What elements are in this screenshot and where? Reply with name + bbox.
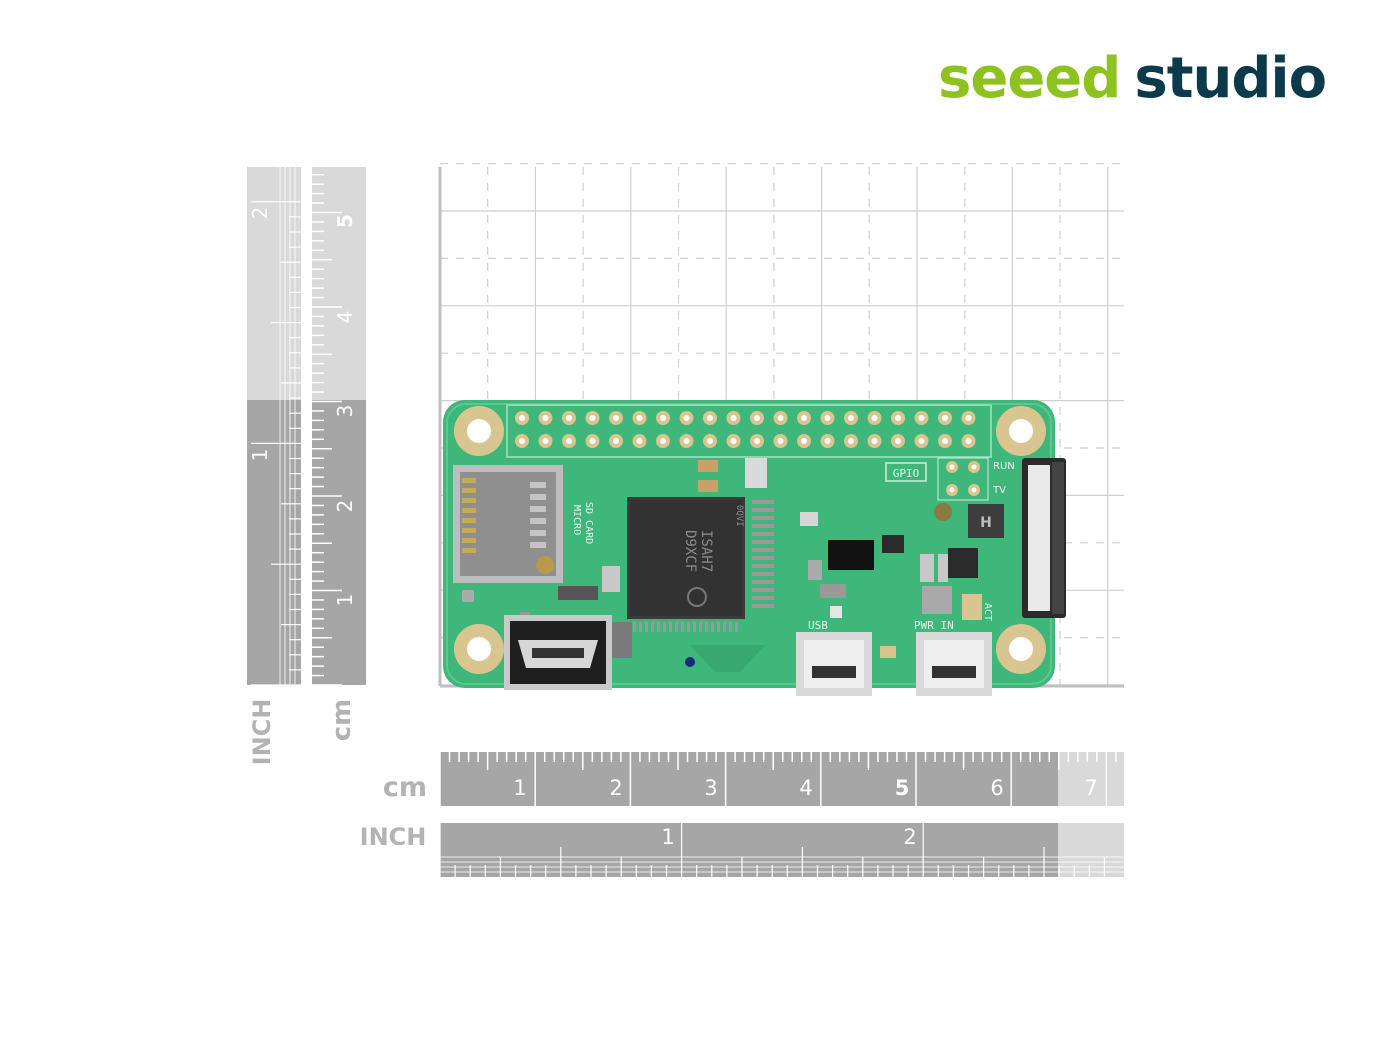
horizontal-cm-tick-3: 3 (704, 776, 717, 800)
small-components: H (462, 458, 1004, 672)
horizontal-cm-tick-4: 4 (799, 776, 812, 800)
soc-pad-rows (564, 500, 774, 632)
micro-usb-data-port (796, 632, 872, 696)
micro-sd-silk-2: SD CARD (583, 502, 594, 544)
horizontal-cm-tick-5: 5 (895, 776, 910, 800)
raspberry-pi-zero-board: GPIO RUN TV MICRO SD CARD (443, 400, 1066, 696)
horizontal-inch-unit: INCH (360, 823, 427, 851)
vertical-inch-tick-1: 1 (248, 449, 272, 462)
horizontal-inch-tick-1: 1 (661, 825, 674, 849)
gpio-header-pins (515, 411, 976, 448)
horizontal-inch-ruler: 1 2 INCH (360, 823, 1124, 877)
vertical-cm-tick-5: 5 (333, 214, 357, 228)
vertical-inch-tick-2: 2 (248, 207, 272, 220)
mounting-holes (454, 406, 1046, 674)
tv-silk-label: TV (992, 485, 1006, 496)
run-tv-pads (937, 457, 989, 501)
horizontal-cm-ruler: 1 2 3 4 5 6 7 cm (383, 752, 1127, 806)
camera-connector (1022, 458, 1066, 618)
logo-seeed-text: seeed (938, 46, 1121, 111)
micro-sd-card-slot (453, 465, 563, 583)
logo-studio-text: studio (1134, 46, 1327, 111)
seeed-studio-logo: seeed studio (938, 46, 1327, 116)
gpio-silk-label: GPIO (893, 467, 920, 480)
soc-chip (627, 497, 745, 619)
act-silk-label: ACT (982, 603, 993, 621)
vertical-cm-tick-2: 2 (333, 500, 357, 513)
horizontal-cm-tick-1: 1 (513, 776, 526, 800)
vertical-cm-tick-4: 4 (333, 311, 357, 324)
horizontal-inch-tick-2: 2 (903, 825, 916, 849)
vertical-inch-ruler: 1 2 INCH (247, 167, 301, 765)
run-silk-label: RUN (993, 461, 1015, 472)
soc-marking-1: ISAH7 (698, 530, 714, 572)
micro-sd-silk-1: MICRO (571, 505, 582, 535)
mini-hdmi-port (504, 615, 612, 690)
vertical-cm-tick-3: 3 (333, 405, 357, 418)
micro-usb-power-port (916, 632, 992, 696)
svg-text:H: H (980, 515, 992, 531)
soc-marking-2: D9XCF (682, 530, 698, 572)
horizontal-cm-tick-7: 7 (1084, 776, 1097, 800)
pwr-in-silk-label: PWR IN (914, 619, 954, 632)
vertical-cm-unit: cm (327, 699, 357, 742)
horizontal-cm-tick-6: 6 (990, 776, 1003, 800)
horizontal-cm-tick-2: 2 (609, 776, 622, 800)
horizontal-cm-unit: cm (383, 772, 427, 803)
vertical-cm-ruler: 1 2 3 4 5 cm (312, 164, 366, 742)
vertical-inch-unit: INCH (248, 699, 276, 766)
soc-marking-small: 0QVI (734, 505, 744, 527)
usb-silk-label: USB (808, 619, 828, 632)
vertical-cm-tick-1: 1 (333, 594, 357, 607)
